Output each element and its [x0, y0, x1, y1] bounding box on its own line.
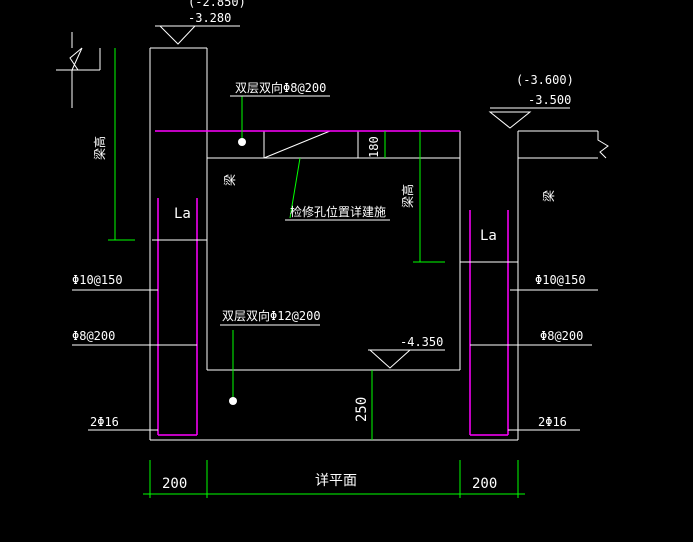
label-wall-left: 200 — [162, 476, 187, 492]
level-top-left: -3.280 — [188, 11, 231, 25]
label-wall-right: 200 — [472, 476, 497, 492]
level-top-left-partial: (-2.850) — [188, 0, 246, 9]
level-bottom: -4.350 — [400, 335, 443, 349]
level-markers — [155, 25, 570, 369]
label-beam-height-right: 梁高 — [400, 184, 415, 208]
label-slab-thickness: 180 — [367, 136, 381, 158]
label-bottom-thickness: 250 — [354, 397, 370, 422]
rebar-lines — [155, 130, 509, 436]
dimension-lines — [108, 48, 525, 498]
slab-rebar-dot — [238, 138, 246, 146]
label-corner-right: 2Φ16 — [538, 415, 567, 429]
label-bar-right: Φ8@200 — [540, 329, 583, 343]
base-rebar-dot — [229, 397, 237, 405]
label-stirrup-left: Φ10@150 — [72, 273, 123, 287]
label-la-right: La — [480, 228, 497, 244]
level-top-right-paren: (-3.600) — [516, 73, 574, 87]
label-plan-ref: 详平面 — [315, 473, 357, 489]
concrete-outline — [56, 32, 609, 441]
leader-lines — [72, 95, 598, 431]
level-top-right: -3.500 — [528, 93, 571, 107]
label-bar-left: Φ8@200 — [72, 329, 115, 343]
label-la-left: La — [174, 206, 191, 222]
label-bottom-bars: 双层双向Φ12@200 — [222, 308, 321, 323]
label-opening-note: 检修孔位置详建施 — [290, 204, 386, 219]
label-beam-right: 梁 — [541, 190, 556, 202]
label-beam-left: 梁 — [222, 174, 237, 186]
label-top-bars: 双层双向Φ8@200 — [235, 80, 326, 95]
label-corner-left: 2Φ16 — [90, 415, 119, 429]
label-beam-height-left: 梁高 — [92, 136, 107, 160]
label-stirrup-right: Φ10@150 — [535, 273, 586, 287]
